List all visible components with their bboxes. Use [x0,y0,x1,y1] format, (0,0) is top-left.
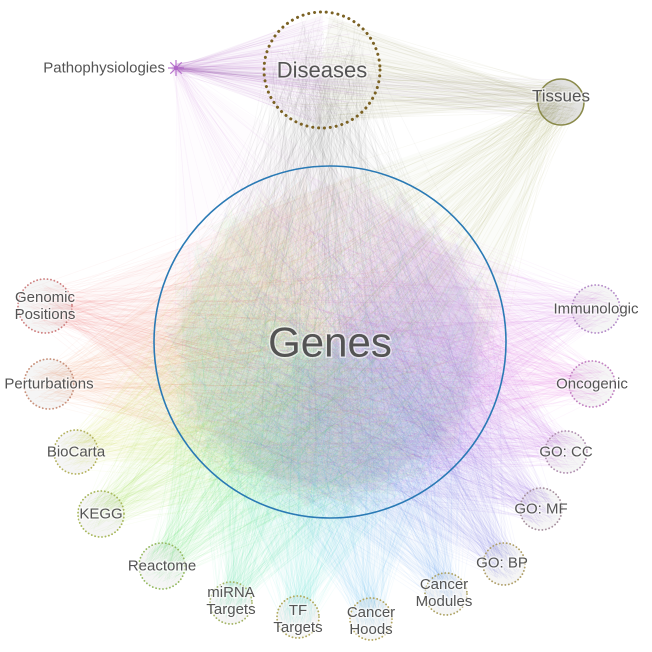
node-mirna-targets[interactable] [209,581,253,625]
reactome-dotted-ring[interactable] [138,542,186,590]
node-immunologic[interactable] [571,284,621,334]
node-kegg[interactable] [77,490,125,538]
go-mf-dotted-ring[interactable] [519,487,563,531]
kegg-dotted-ring[interactable] [77,490,125,538]
edges-layer [23,14,616,637]
label-diseases: Diseases [277,58,367,83]
cancer-hoods-dotted-ring[interactable] [349,597,393,641]
edge-beam-biocarta-genes [57,174,481,503]
label-go-cc: GO: CC [539,444,593,461]
mirna-targets-dotted-ring[interactable] [209,581,253,625]
edge-beam-tf-targets-genes [159,178,481,633]
perturbations-dotted-ring[interactable] [23,358,75,410]
genes-circle[interactable] [153,165,507,519]
node-perturbations[interactable] [23,358,75,410]
label-biocarta: BioCarta [47,444,106,461]
tissues-circle[interactable] [537,78,585,126]
node-oncogenic[interactable] [568,360,616,408]
edge-beam-tissues-genes [186,83,579,497]
node-diseases[interactable] [262,10,382,130]
edge-beam-perturbations-genes [28,174,490,505]
node-tissues[interactable] [537,78,585,126]
edge-beam-tissues-diseases [270,17,578,121]
node-go-mf[interactable] [519,487,563,531]
node-genes[interactable] [153,165,507,519]
edge-beam-cancer-modules-genes [183,182,500,610]
edge-beam-pathophysiologies-genes [171,63,492,502]
edge-beam-pathophysiologies-tissues [171,63,580,124]
edge-beam-reactome-genes [143,177,501,585]
edge-beam-cancer-hoods-genes [161,175,492,637]
edge-beam-kegg-genes [81,179,496,533]
edge-beam-go-bp-genes [164,177,520,580]
cancer-modules-dotted-ring[interactable] [424,572,468,616]
edge-beam-mirna-targets-genes [162,180,497,621]
node-biocarta[interactable] [53,429,99,475]
pathophysiologies-core[interactable] [173,65,179,71]
edge-beam-diseases-genes [159,14,500,513]
label-tissues: Tissues [532,87,590,106]
edge-beam-pathophysiologies-diseases [171,19,376,123]
label-pathophysiologies: Pathophysiologies [43,60,165,77]
node-go-bp[interactable] [482,542,526,586]
edge-beam-go-mf-genes [169,175,559,527]
label-kegg: KEGG [79,506,122,523]
biocarta-dotted-ring[interactable] [53,429,99,475]
edge-wash-pathophysiologies-diseases [176,14,323,126]
immunologic-dotted-ring[interactable] [571,284,621,334]
label-perturbations: Perturbations [4,376,93,393]
oncogenic-dotted-ring[interactable] [568,360,616,408]
diseases-dotted-ring[interactable] [262,10,382,130]
edge-beam-genomic-positions-genes [23,183,486,496]
nodes-layer [17,10,621,641]
node-go-cc[interactable] [544,430,588,474]
genomic-positions-dotted-ring[interactable] [17,278,73,334]
label-immunologic: Immunologic [553,301,639,318]
label-genes: Genes [268,319,392,366]
label-go-bp: GO: BP [476,555,528,572]
edge-beam-oncogenic-genes [162,180,612,500]
edge-wash-layer [176,14,561,126]
node-tf-targets[interactable] [276,595,320,639]
edge-beam-go-cc-genes [164,175,583,507]
node-cancer-modules[interactable] [424,572,468,616]
node-cancer-hoods[interactable] [349,597,393,641]
go-bp-dotted-ring[interactable] [482,542,526,586]
go-cc-dotted-ring[interactable] [544,430,588,474]
node-pathophysiologies[interactable] [168,60,184,76]
edge-wash-tissues-diseases [314,15,561,125]
label-go-mf: GO: MF [514,501,567,518]
label-oncogenic: Oncogenic [556,376,628,393]
node-genomic-positions[interactable] [17,278,73,334]
edge-beam-immunologic-genes [169,176,616,489]
label-reactome: Reactome [128,558,196,575]
node-reactome[interactable] [138,542,186,590]
tf-targets-dotted-ring[interactable] [276,595,320,639]
